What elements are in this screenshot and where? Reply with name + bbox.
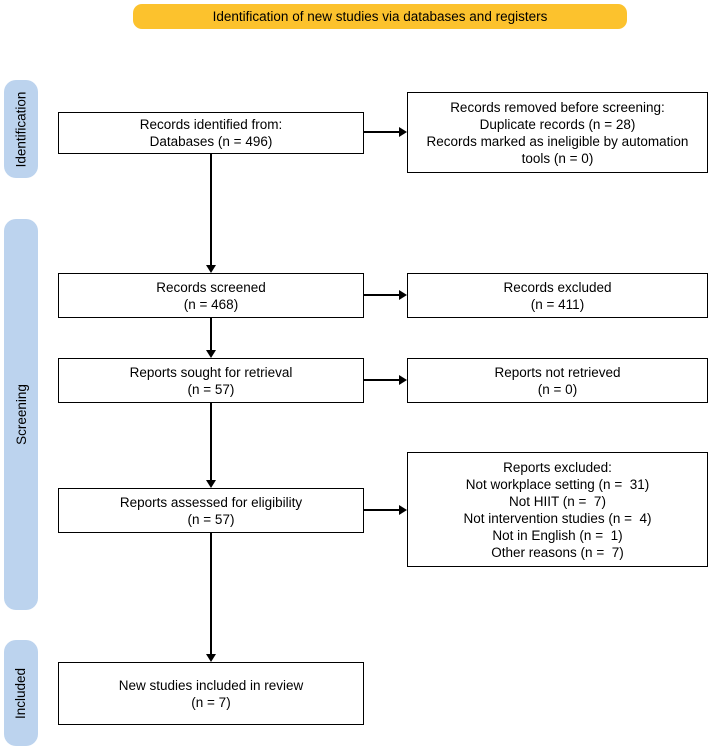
- stage-label-included-text: Included: [13, 667, 29, 719]
- stage-label-screening: Screening: [4, 219, 38, 610]
- arrow-assessed-to-reports-excluded-icon: [364, 505, 407, 515]
- box-reports-excluded: Reports excluded: Not workplace setting …: [407, 452, 708, 567]
- arrow-sought-to-assessed-icon: [206, 403, 216, 488]
- banner-label: Identification of new studies via databa…: [212, 9, 548, 24]
- box-reports-sought-text: Reports sought for retrieval (n = 57): [129, 364, 293, 397]
- box-records-identified-text: Records identified from: Databases (n = …: [139, 117, 283, 149]
- arrow-screened-to-sought-icon: [206, 318, 216, 358]
- box-records-identified: Records identified from: Databases (n = …: [58, 112, 364, 154]
- stage-label-identification: Identification: [4, 80, 38, 178]
- box-reports-not-retrieved-text: Reports not retrieved (n = 0): [494, 364, 621, 397]
- box-reports-excluded-text: Reports excluded: Not workplace setting …: [463, 459, 652, 560]
- box-records-screened: Records screened (n = 468): [58, 273, 364, 318]
- box-records-screened-text: Records screened (n = 468): [156, 279, 266, 312]
- arrow-identified-to-screened-icon: [206, 153, 216, 273]
- box-new-studies-included-text: New studies included in review (n = 7): [118, 677, 304, 710]
- arrow-screened-to-excluded-icon: [364, 290, 407, 300]
- box-new-studies-included: New studies included in review (n = 7): [58, 662, 364, 725]
- stage-label-included: Included: [4, 640, 38, 746]
- arrow-sought-to-not-retrieved-icon: [364, 375, 407, 385]
- banner-identification-via-databases: Identification of new studies via databa…: [133, 4, 627, 29]
- stage-label-identification-text: Identification: [13, 91, 29, 167]
- arrow-assessed-to-included-icon: [206, 533, 216, 662]
- box-records-excluded-text: Records excluded (n = 411): [503, 279, 612, 312]
- box-reports-not-retrieved: Reports not retrieved (n = 0): [407, 358, 708, 403]
- box-records-removed: Records removed before screening: Duplic…: [407, 92, 708, 173]
- box-records-removed-text: Records removed before screening: Duplic…: [426, 99, 689, 166]
- stage-label-screening-text: Screening: [13, 384, 29, 445]
- arrow-identified-to-removed-icon: [364, 127, 407, 137]
- box-reports-sought: Reports sought for retrieval (n = 57): [58, 358, 364, 403]
- box-reports-assessed-text: Reports assessed for eligibility (n = 57…: [119, 494, 303, 527]
- box-reports-assessed: Reports assessed for eligibility (n = 57…: [58, 488, 364, 533]
- box-records-excluded: Records excluded (n = 411): [407, 273, 708, 318]
